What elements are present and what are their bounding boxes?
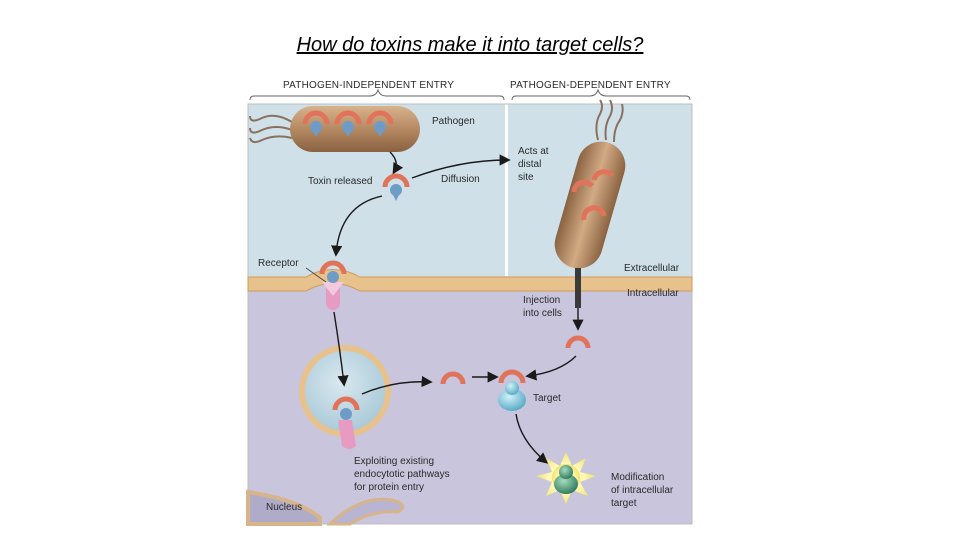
label-intracellular: Intracellular [627, 288, 679, 299]
header-right: PATHOGEN-DEPENDENT ENTRY [510, 80, 671, 91]
nucleus [246, 489, 322, 526]
label-acts-at-distal-site: Acts at distal site [518, 146, 551, 183]
label-target: Target [533, 393, 561, 404]
label-exploiting: Exploiting existing endocytotic pathways… [354, 456, 452, 493]
arrow-to-receptor [331, 195, 383, 257]
label-diffusion: Diffusion [441, 174, 480, 185]
injected-toxin [565, 335, 591, 349]
header-brackets [249, 88, 691, 101]
slide-title: How do toxins make it into target cells? [296, 34, 644, 56]
label-injection-into-cells: Injection into cells [523, 295, 563, 319]
arrow-diffusion [411, 154, 511, 179]
modified-target [536, 452, 596, 504]
label-modification: Modification of intracellular target [611, 472, 676, 509]
label-receptor: Receptor [258, 258, 299, 269]
label-toxin-released: Toxin released [308, 176, 372, 187]
arrow-to-target-right [525, 355, 577, 381]
receptor-complex [319, 260, 347, 310]
endocytic-vesicle [299, 345, 391, 449]
pathogen-toxins [302, 110, 394, 137]
pathogen-right-toxins [571, 169, 615, 221]
arrow-release [389, 151, 404, 175]
receptor-pointer [305, 267, 327, 283]
escaped-toxin [440, 371, 466, 385]
arrow-endocytosis [333, 311, 349, 387]
label-nucleus: Nucleus [266, 502, 302, 513]
label-extracellular: Extracellular [624, 263, 680, 274]
diagram-frame [247, 103, 693, 525]
panel-divider [505, 104, 508, 276]
target-protein [498, 369, 526, 411]
toxin-released [382, 173, 410, 201]
label-pathogen: Pathogen [432, 116, 475, 127]
er-fold [326, 497, 405, 526]
arrow-modification [515, 413, 549, 464]
header-left: PATHOGEN-INDEPENDENT ENTRY [283, 80, 454, 91]
arrow-escape [361, 375, 433, 395]
